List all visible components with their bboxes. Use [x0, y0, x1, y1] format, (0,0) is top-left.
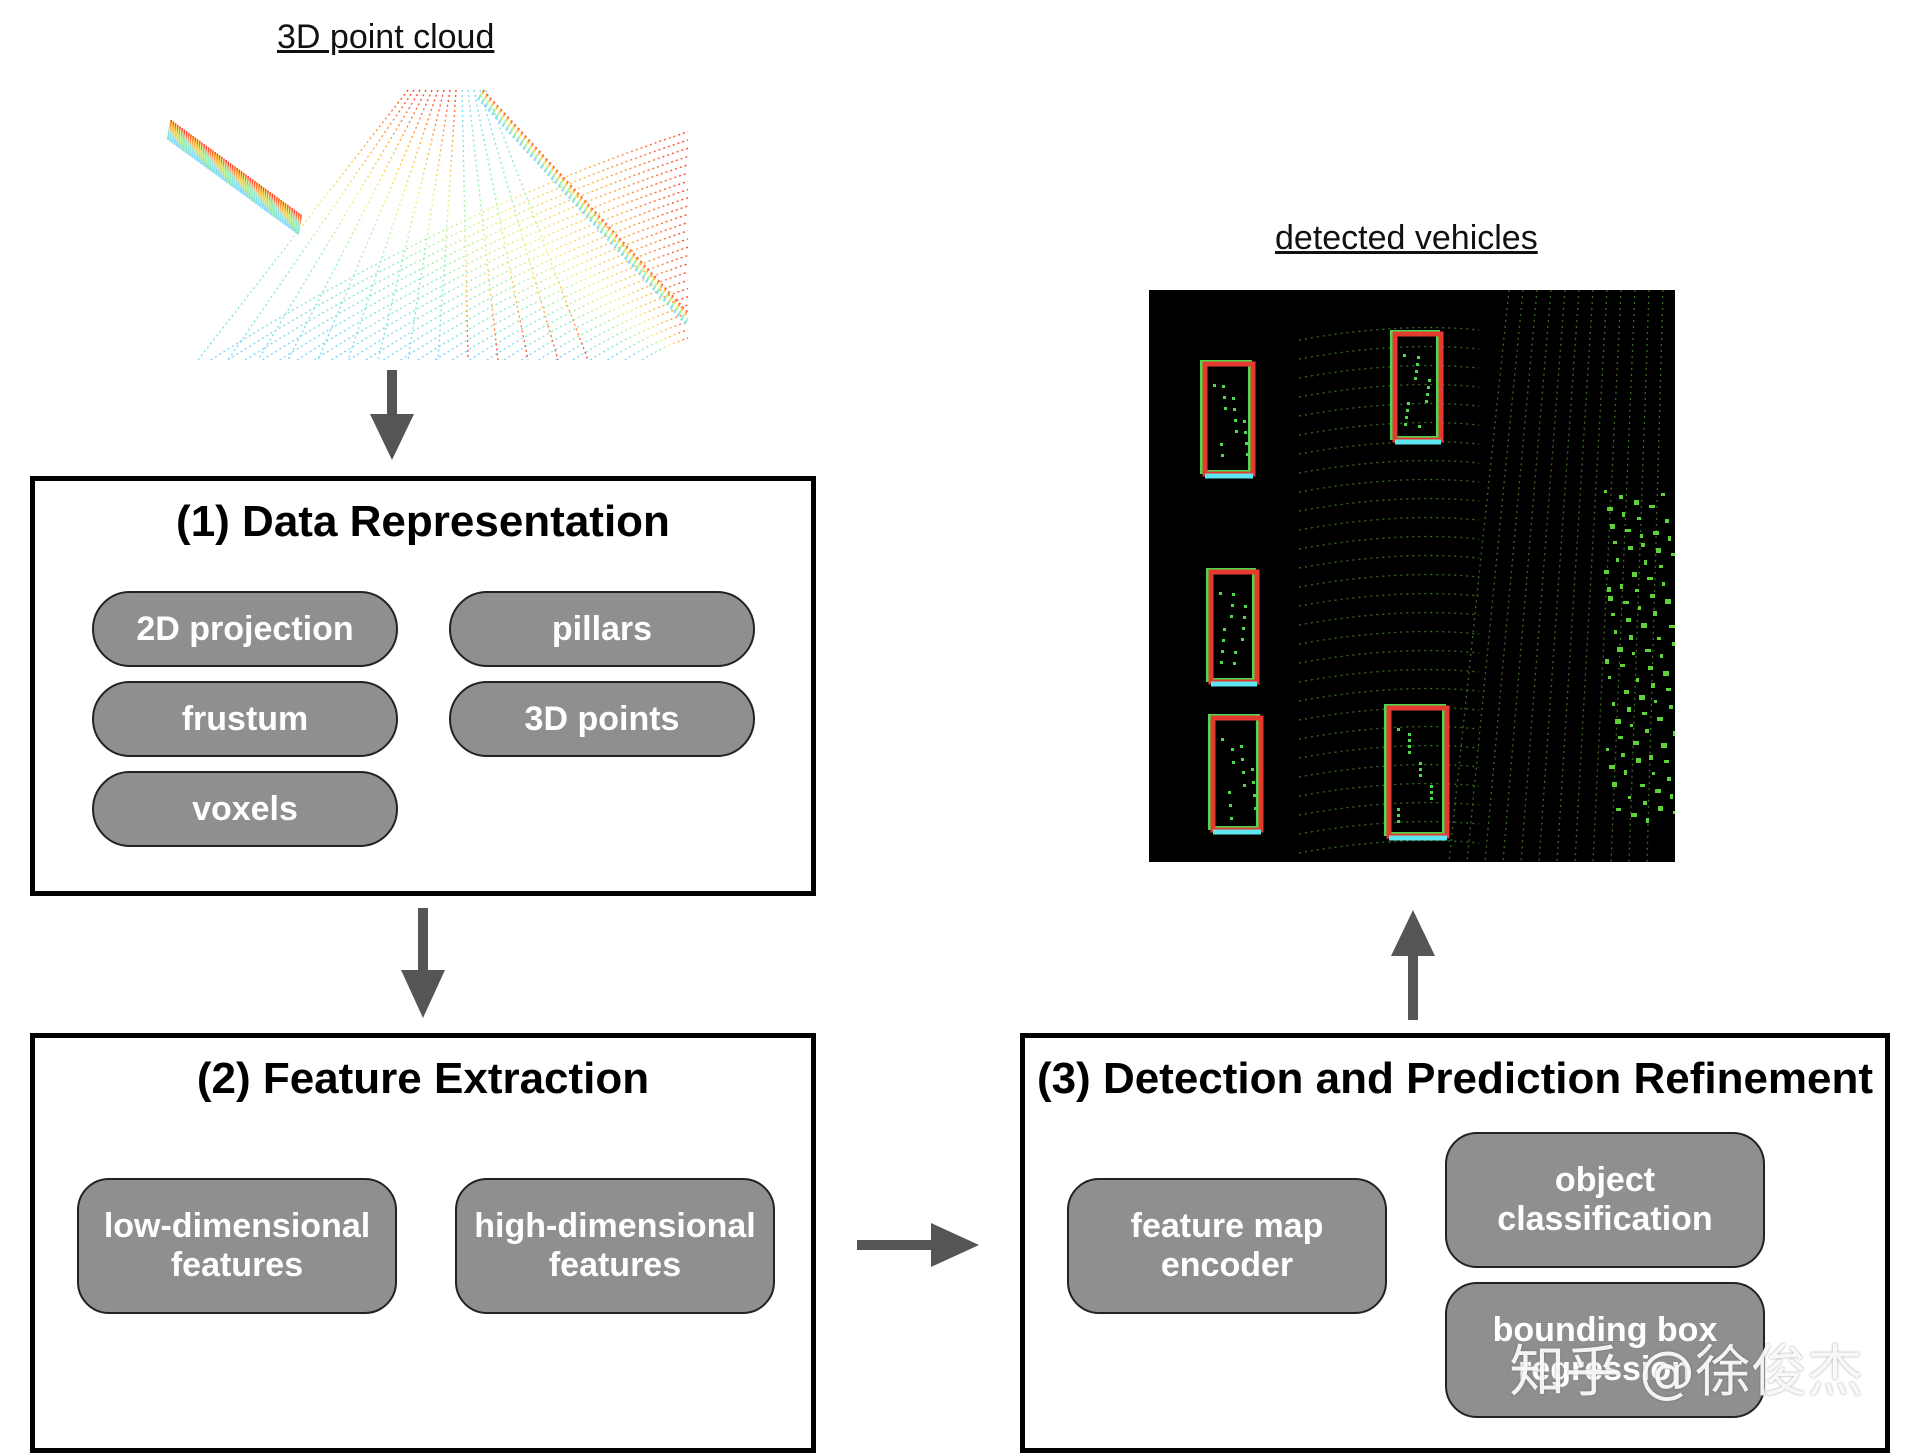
2d-projection-pill: 2D projection [92, 591, 398, 667]
watermark: 知乎 @徐俊杰 [1509, 1340, 1863, 1405]
detection-refinement-box: (3) Detection and Prediction Refinement … [1020, 1033, 1890, 1453]
feature-extraction-title: (2) Feature Extraction [196, 1054, 650, 1103]
data-representation-title: (1) Data Representation [176, 497, 670, 546]
frustum-pill: frustum [92, 681, 398, 757]
3d-points-pill: 3D points [449, 681, 755, 757]
detected-vehicles-caption: detected vehicles [1275, 219, 1538, 257]
data-representation-box: (1) Data Representation 2D projection pi… [30, 476, 816, 896]
voxels-pill: voxels [92, 771, 398, 847]
arrow-right-icon [857, 1223, 979, 1267]
point-cloud-caption: 3D point cloud [277, 18, 495, 56]
arrow-down-icon [370, 370, 414, 460]
detected-vehicles-image [1149, 290, 1675, 862]
detection-refinement-title: (3) Detection and Prediction Refinement [1036, 1054, 1874, 1103]
pillars-pill: pillars [449, 591, 755, 667]
arrow-up-icon [1391, 910, 1435, 1020]
point-cloud-image [166, 89, 688, 360]
arrow-down-icon [401, 908, 445, 1018]
